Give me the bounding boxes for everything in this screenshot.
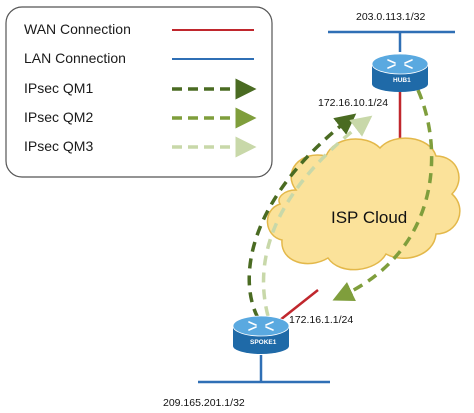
hub-router-bottom bbox=[372, 76, 428, 92]
ipsec-qm2-path bbox=[332, 89, 434, 302]
hub-lan-ip: 203.0.113.1/32 bbox=[356, 11, 425, 23]
spoke-router: SPOKE1 bbox=[232, 315, 290, 354]
legend-label-lan: LAN Connection bbox=[24, 50, 126, 66]
hub-router: HUB1 bbox=[371, 53, 429, 92]
legend-label-qm2: IPsec QM2 bbox=[24, 109, 93, 125]
legend-label-qm3: IPsec QM3 bbox=[24, 138, 93, 154]
spoke-router-name: SPOKE1 bbox=[250, 339, 277, 346]
ipsec-qm3-path bbox=[261, 115, 373, 317]
spoke-wan-ip: 172.16.1.1/24 bbox=[289, 314, 353, 326]
legend-border bbox=[5, 6, 273, 178]
ipsec-qm1-path bbox=[247, 113, 357, 319]
legend-label-wan: WAN Connection bbox=[24, 21, 131, 37]
cloud-label: ISP Cloud bbox=[331, 208, 407, 227]
isp-cloud: ISP Cloud bbox=[266, 137, 461, 271]
spoke-lan-ip: 209.165.201.1/32 bbox=[163, 397, 245, 409]
cloud-shape bbox=[266, 137, 461, 271]
hub-router-name: HUB1 bbox=[393, 77, 411, 84]
legend: WAN Connection LAN Connection IPsec QM1 … bbox=[5, 6, 273, 178]
hub-router-top bbox=[371, 53, 429, 75]
legend-label-qm1: IPsec QM1 bbox=[24, 80, 93, 96]
spoke-router-arrows-icon bbox=[248, 321, 274, 331]
spoke-router-bottom bbox=[233, 338, 289, 354]
hub-wan-ip: 172.16.10.1/24 bbox=[318, 97, 388, 109]
spoke-router-top bbox=[232, 315, 290, 337]
hub-router-arrows-icon bbox=[387, 59, 413, 69]
